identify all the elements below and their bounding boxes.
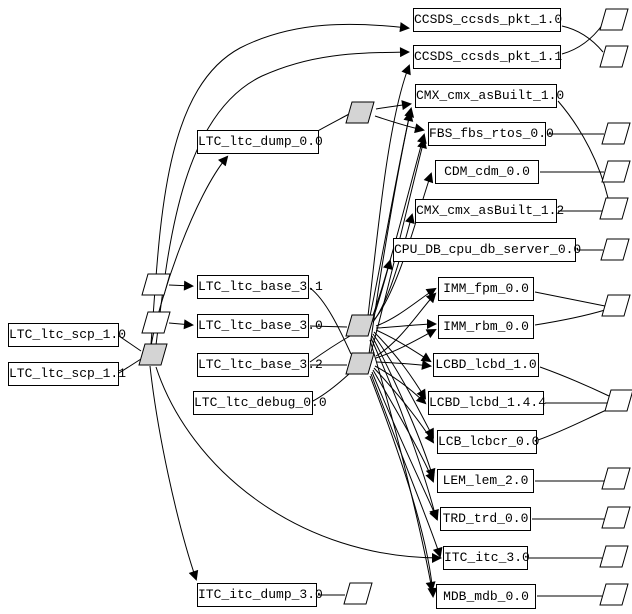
- node-ltc-ltc-base-3-1[interactable]: LTC_ltc_base_3.1: [197, 275, 323, 299]
- edge-pg3-to-lcbcr: [372, 333, 434, 439]
- node-lem-lem-2-0[interactable]: LEM_lem_2.0: [437, 469, 534, 493]
- node-ltc-ltc-scp-1-0[interactable]: LTC_ltc_scp_1.0: [8, 323, 126, 347]
- node-ltc-ltc-debug-0-0[interactable]: LTC_ltc_debug_0.0: [193, 391, 327, 415]
- file-parallelogram-pr10[interactable]: [601, 506, 631, 529]
- node-cmx-cmx-asbuilt-1-0[interactable]: CMX_cmx_asBuilt_1.0: [415, 84, 564, 108]
- node-ltc-ltc-dump-0-0[interactable]: LTC_ltc_dump_0.0: [197, 130, 323, 154]
- node-lcbd-lcbd-1-4-4[interactable]: LCBD_lcbd_1.4.4: [428, 391, 546, 415]
- edge-pl2-to-base30: [168, 319, 194, 330]
- file-parallelogram-pr1[interactable]: [599, 8, 629, 31]
- edge-pg2-to-fbs: [374, 115, 425, 134]
- file-parallelogram-pr8[interactable]: [604, 389, 632, 412]
- edge-pg2-to-cmx10: [375, 100, 412, 111]
- node-ltc-ltc-base-3-0[interactable]: LTC_ltc_base_3.0: [197, 314, 323, 338]
- edge-pl1-to-base31: [168, 280, 194, 291]
- edge-ccsds10-to-pr2: [561, 25, 604, 53]
- file-parallelogram-pr6[interactable]: [600, 238, 630, 261]
- file-parallelogram-pl2[interactable]: [141, 311, 171, 334]
- edge-pg4-to-itc3: [370, 373, 443, 558]
- edge-pg4-to-mdb: [369, 375, 438, 598]
- node-imm-rbm-0-0[interactable]: IMM_rbm_0.0: [438, 315, 534, 339]
- node-ccsds-ccsds-pkt-1-1[interactable]: CCSDS_ccsds_pkt_1.1: [413, 45, 562, 69]
- edge-base31-to-pg4: [309, 287, 352, 355]
- file-parallelogram-pr4[interactable]: [601, 160, 631, 183]
- edge-scp11-to-pg1: [118, 358, 142, 374]
- file-parallelogram-pl1[interactable]: [141, 273, 171, 296]
- edge-base32-to-pg3: [309, 335, 351, 363]
- file-parallelogram-pg3[interactable]: [345, 314, 375, 337]
- node-ltc-ltc-scp-1-1[interactable]: LTC_ltc_scp_1.1: [8, 362, 126, 386]
- edge-pg3-to-immfpm: [375, 287, 437, 327]
- file-parallelogram-pr9[interactable]: [601, 467, 631, 490]
- file-parallelogram-pr2[interactable]: [599, 45, 629, 68]
- node-lcb-lcbcr-0-0[interactable]: LCB_lcbcr_0.0: [437, 430, 539, 454]
- node-cdm-cdm-0-0[interactable]: CDM_cdm_0.0: [435, 160, 539, 184]
- node-lcbd-lcbd-1-0[interactable]: LCBD_lcbd_1.0: [433, 353, 539, 377]
- node-imm-fpm-0-0[interactable]: IMM_fpm_0.0: [438, 277, 534, 301]
- file-parallelogram-pg2[interactable]: [345, 101, 375, 124]
- file-parallelogram-pr3[interactable]: [601, 122, 631, 145]
- edge-immfpm-to-pr7: [534, 291, 606, 307]
- file-parallelogram-pw5[interactable]: [343, 582, 373, 605]
- edge-pg3-to-cmx12: [372, 213, 415, 323]
- file-parallelogram-pg1[interactable]: [138, 343, 168, 366]
- edge-pg3-to-mdb: [369, 339, 436, 592]
- node-cmx-cmx-asbuilt-1-2[interactable]: CMX_cmx_asBuilt_1.2: [415, 199, 564, 223]
- edge-pg3-to-lem: [371, 335, 436, 479]
- edge-pg1-to-itcdump: [149, 365, 199, 581]
- node-ltc-ltc-base-3-2[interactable]: LTC_ltc_base_3.2: [197, 353, 323, 377]
- edge-lcbd10-to-pr8: [539, 366, 610, 397]
- edge-ccsds11-to-pr1: [561, 23, 604, 55]
- artifacts-group: [138, 8, 632, 606]
- edge-pg3-to-lcbd10: [375, 329, 432, 363]
- file-parallelogram-pr7[interactable]: [601, 294, 631, 317]
- edge-pg1-to-ccsds11: [155, 47, 410, 346]
- edge-immrbm-to-pr7: [534, 309, 606, 326]
- node-cpu-db-cpu-db-server-0-0[interactable]: CPU_DB_cpu_db_server_0.0: [393, 238, 581, 262]
- edge-base30-to-pg3: [309, 325, 348, 328]
- edge-pg4-to-trd: [371, 371, 439, 521]
- file-parallelogram-pr5[interactable]: [599, 197, 629, 220]
- node-mdb-mdb-0-0[interactable]: MDB_mdb_0.0: [436, 584, 536, 609]
- node-itc-itc-3-0[interactable]: ITC_itc_3.0: [443, 546, 530, 570]
- edge-pg3-to-fbs: [371, 133, 427, 319]
- edge-pg1-to-itc3: [155, 366, 442, 563]
- file-parallelogram-pr12[interactable]: [599, 583, 629, 606]
- edge-debug-to-pg4: [312, 373, 350, 402]
- edge-pg4-to-lcbcr: [373, 367, 435, 444]
- edge-scp10-to-pg1: [118, 335, 142, 352]
- edge-pg1-to-ccsds10: [150, 22, 410, 345]
- edge-pg3-to-immrbm: [375, 319, 437, 330]
- file-parallelogram-pr11[interactable]: [599, 545, 629, 568]
- edge-pg3-to-trd: [370, 337, 439, 520]
- edge-cmx10-to-pr5: [557, 100, 609, 199]
- file-parallelogram-pg4[interactable]: [345, 352, 375, 375]
- edge-pg3-to-ccsds11: [367, 64, 411, 317]
- node-fbs-fbs-rtos-0-0[interactable]: FBS_fbs_rtos_0.0: [428, 122, 554, 146]
- edge-lcbcr-to-pr8: [537, 407, 612, 441]
- edge-pg3-to-lcbd144: [373, 331, 427, 400]
- node-ccsds-ccsds-pkt-1-0[interactable]: CCSDS_ccsds_pkt_1.0: [413, 8, 562, 32]
- edge-pg4-to-lcbd144: [374, 365, 427, 405]
- node-itc-itc-dump-3-0[interactable]: ITC_itc_dump_3.0: [197, 583, 323, 607]
- edge-pg4-to-lem: [372, 369, 435, 483]
- node-trd-trd-0-0[interactable]: TRD_trd_0.0: [440, 507, 531, 531]
